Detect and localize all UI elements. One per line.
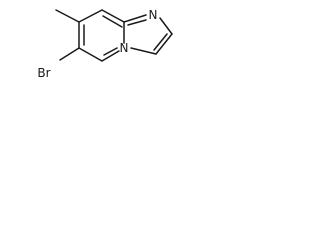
bond-c2-c3-inner	[153, 33, 168, 51]
methyl-bond	[55, 9, 80, 23]
bond-n1-c2	[159, 17, 173, 35]
bond-c6-c5	[78, 47, 103, 62]
molecule-structure: Br N N	[37, 8, 173, 80]
bond-c8a-n1-inner	[127, 19, 147, 26]
imidazole-ring	[123, 14, 173, 55]
bond-c2-c3	[155, 33, 173, 55]
bond-c8-c8a	[101, 9, 125, 23]
bond-c3-n4	[130, 47, 157, 55]
bond-c8-c8a-inner	[102, 15, 123, 28]
bromine-bond	[59, 47, 80, 61]
imidazole-nitrogen-label: N	[149, 8, 158, 22]
pyridine-ring	[78, 9, 125, 62]
bond-c5-n4	[101, 50, 120, 62]
bromine-label: Br	[37, 66, 50, 80]
bond-c8-c7	[78, 9, 103, 23]
bond-c8a-n1	[123, 14, 147, 23]
bridgehead-nitrogen-label: N	[120, 41, 129, 55]
bond-c5-n4-inner	[103, 47, 118, 56]
